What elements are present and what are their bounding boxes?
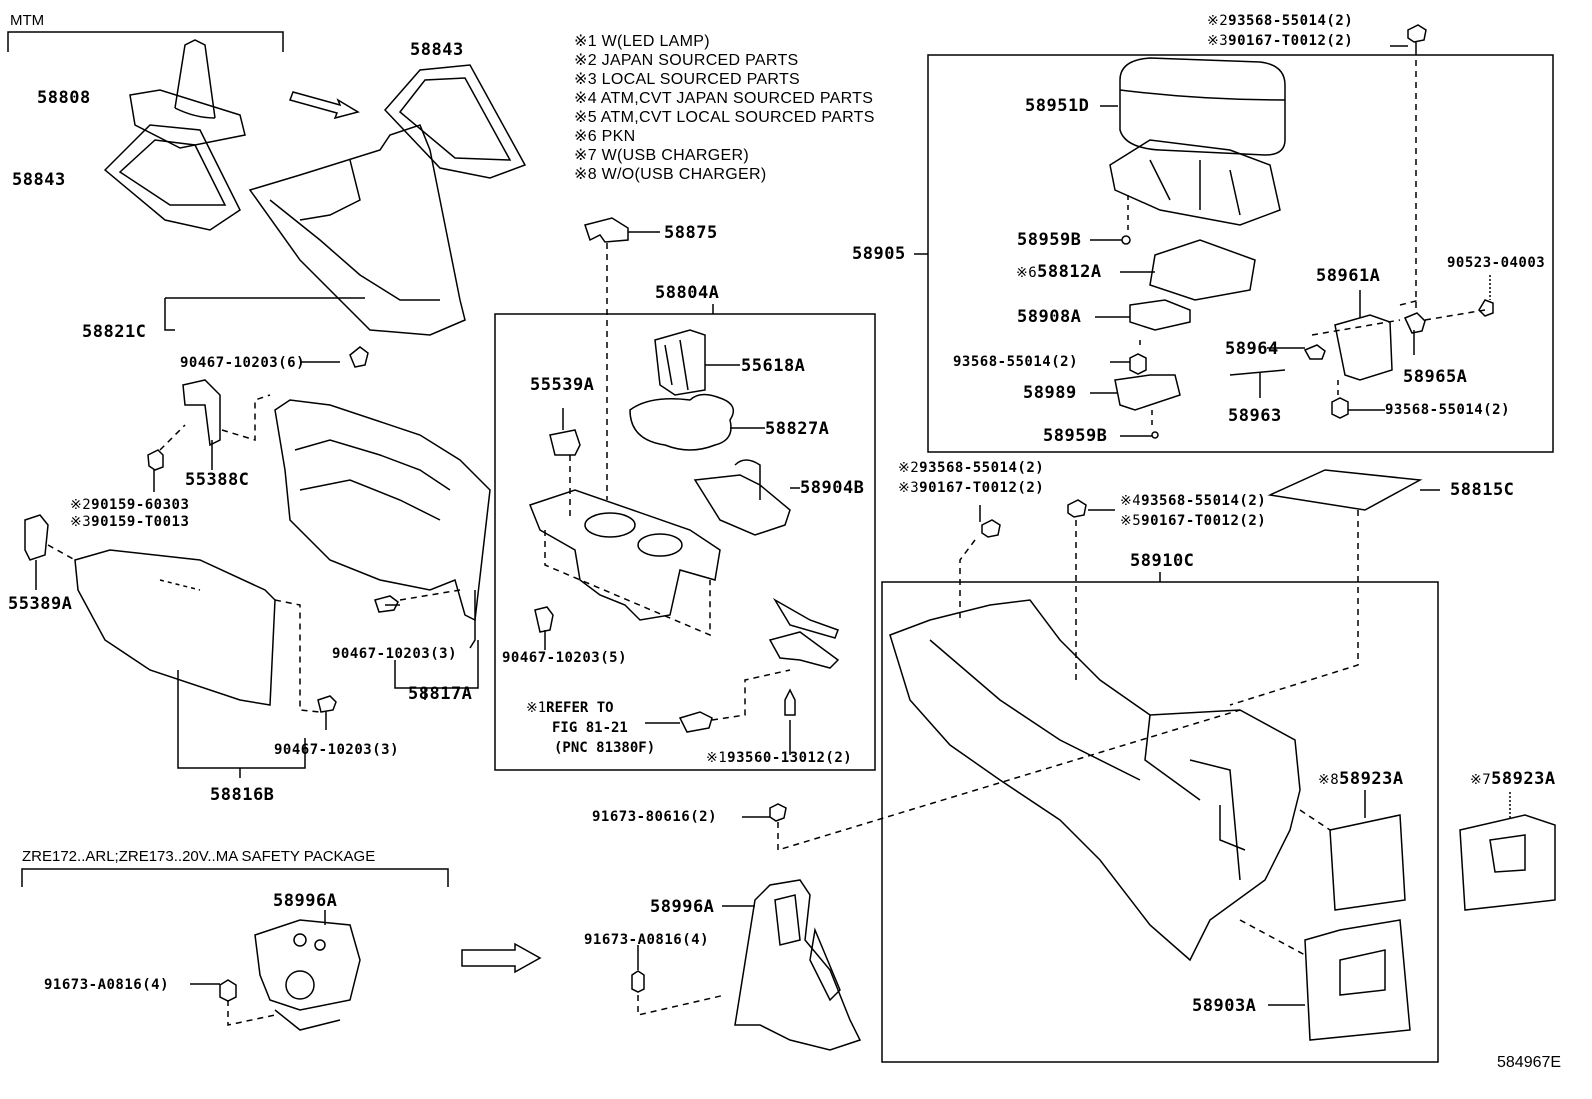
part-label-90467-10203-6[interactable]: 90467-10203(6) [180, 355, 306, 371]
part-label-91673-80616[interactable]: 91673-80616(2) [592, 809, 718, 825]
note-ref-mark: ※4 [1120, 493, 1142, 509]
part-label-58812a[interactable]: ※658812A [1016, 262, 1102, 282]
part-label-58827a[interactable]: 58827A [765, 419, 830, 439]
part-label-58961a[interactable]: 58961A [1316, 266, 1381, 286]
bracket-58996a-right-drawing [734, 879, 862, 1051]
part-label-58923a-w-usb[interactable]: ※758923A [1470, 769, 1556, 789]
part-label-93568-55014-right[interactable]: 93568-55014(2) [1385, 402, 1511, 418]
part-label-91673-a0816-right[interactable]: 91673-A0816(4) [584, 932, 710, 948]
note-ref-mark: ※3 [70, 514, 92, 530]
part-label-58959b-bottom[interactable]: 58959B [1043, 426, 1108, 446]
note-ref-mark: ※2 [898, 460, 920, 476]
part-label-58875[interactable]: 58875 [664, 223, 718, 243]
shift-boot-58808-drawing [129, 39, 246, 149]
armrest-lid-58951d-drawing [1119, 57, 1286, 156]
part-label-90467-10203-3-a[interactable]: 90467-10203(3) [332, 646, 458, 662]
armrest-base-drawing [1109, 139, 1281, 226]
center-console-58910c-drawing [889, 599, 1301, 962]
part-label-58804a[interactable]: 58804A [655, 283, 720, 303]
part-label-90523-04003[interactable]: 90523-04003 [1447, 255, 1546, 271]
part-label-58905[interactable]: 58905 [852, 244, 906, 264]
bezel-58843-left-drawing [103, 124, 241, 231]
part-label-top-bolt-93568[interactable]: ※293568-55014(2) [1207, 13, 1354, 29]
group-title-mtm: MTM [10, 12, 45, 29]
note-6: ※6 PKN [574, 128, 636, 145]
part-label-mid-bolt-90167-b[interactable]: ※590167-T0012(2) [1120, 513, 1267, 529]
note-ref-mark: ※6 [1016, 265, 1038, 281]
part-label-58808[interactable]: 58808 [37, 88, 91, 108]
note-ref-mark: ※5 [1120, 513, 1142, 529]
cup-holder-group-box [494, 313, 876, 771]
note-ref-mark: ※3 [1207, 33, 1229, 49]
part-label-mid-bolt-93568-a[interactable]: ※293568-55014(2) [898, 460, 1045, 476]
part-label-top-bolt-90167[interactable]: ※390167-T0012(2) [1207, 33, 1354, 49]
note-5: ※5 ATM,CVT LOCAL SOURCED PARTS [574, 109, 875, 126]
part-label-55388c[interactable]: 55388C [185, 470, 250, 490]
part-label-58910c[interactable]: 58910C [1130, 551, 1195, 571]
note-ref-mark: ※1 [706, 750, 728, 766]
part-label-58904b[interactable]: 58904B [800, 478, 865, 498]
part-label-58821c[interactable]: 58821C [82, 322, 147, 342]
note-2: ※2 JAPAN SOURCED PARTS [574, 52, 799, 69]
arrow-icon [289, 91, 360, 120]
part-label-55618a[interactable]: 55618A [741, 356, 806, 376]
part-label-90159-60303[interactable]: ※290159-60303 [70, 497, 190, 513]
illustration-code: 584967E [1497, 1054, 1562, 1071]
lower-panel-58816b-drawing [74, 549, 276, 706]
note-ref-mark: ※7 [1470, 772, 1492, 788]
group-title-safety-package: ZRE172..ARL;ZRE173..20V..MA SAFETY PACKA… [22, 848, 376, 865]
part-label-93568-55014-left[interactable]: 93568-55014(2) [953, 354, 1079, 370]
note-ref-mark: ※2 [1207, 13, 1229, 29]
note-3: ※3 LOCAL SOURCED PARTS [574, 71, 800, 88]
console-panel-58821c-drawing [248, 124, 466, 336]
part-label-mid-bolt-90167-a[interactable]: ※390167-T0012(2) [898, 480, 1045, 496]
part-label-58959b-top[interactable]: 58959B [1017, 230, 1082, 250]
bracket-58996a-left-drawing [254, 919, 361, 1031]
console-group-box [881, 581, 1439, 1063]
note-ref-mark: ※3 [898, 480, 920, 496]
part-label-58908a[interactable]: 58908A [1017, 307, 1082, 327]
note-1: ※1 W(LED LAMP) [574, 33, 710, 50]
part-label-58923a-w-o-usb[interactable]: ※858923A [1318, 769, 1404, 789]
note-8: ※8 W/O(USB CHARGER) [574, 166, 767, 183]
part-label-58965a[interactable]: 58965A [1403, 367, 1468, 387]
cup-holder-58804a-drawing [529, 489, 721, 621]
arrow-icon [461, 942, 542, 974]
part-label-mid-bolt-93568-b[interactable]: ※493568-55014(2) [1120, 493, 1267, 509]
part-label-58996a-right[interactable]: 58996A [650, 897, 715, 917]
part-label-55389a[interactable]: 55389A [8, 594, 73, 614]
part-label-90467-10203-5[interactable]: 90467-10203(5) [502, 650, 628, 666]
refer-to-note[interactable]: ※1REFER TO FIG 81-21 (PNC 81380F) [526, 700, 656, 756]
part-label-58817a[interactable]: 58817A [408, 684, 473, 704]
part-label-58951d[interactable]: 58951D [1025, 96, 1090, 116]
switch-55389a-drawing [24, 514, 49, 561]
part-label-90159-t0013[interactable]: ※390159-T0013 [70, 514, 190, 530]
part-label-55539a[interactable]: 55539A [530, 375, 595, 395]
note-7: ※7 W(USB CHARGER) [574, 147, 749, 164]
part-label-91673-a0816-left[interactable]: 91673-A0816(4) [44, 977, 170, 993]
part-label-58815c[interactable]: 58815C [1450, 480, 1515, 500]
part-label-58989[interactable]: 58989 [1023, 383, 1077, 403]
safety-package-group-bracket [21, 868, 449, 887]
part-label-58996a-left[interactable]: 58996A [273, 891, 338, 911]
note-4: ※4 ATM,CVT JAPAN SOURCED PARTS [574, 90, 874, 107]
part-label-58963[interactable]: 58963 [1228, 406, 1282, 426]
mtm-group-bracket [7, 31, 284, 52]
part-label-58903a[interactable]: 58903A [1192, 996, 1257, 1016]
note-ref-mark: ※8 [1318, 772, 1340, 788]
part-label-58816b[interactable]: 58816B [210, 785, 275, 805]
bezel-58843-top-drawing [383, 64, 527, 179]
armrest-group-box [927, 54, 1554, 453]
part-label-58964[interactable]: 58964 [1225, 339, 1279, 359]
note-ref-mark: ※1 [526, 700, 547, 716]
legend-notes: ※1 W(LED LAMP) ※2 JAPAN SOURCED PARTS ※3… [574, 32, 875, 184]
part-label-90467-10203-3-b[interactable]: 90467-10203(3) [274, 742, 400, 758]
part-label-58843-left[interactable]: 58843 [12, 170, 66, 190]
note-ref-mark: ※2 [70, 497, 92, 513]
clip-55388c-drawing [182, 379, 221, 447]
part-label-58843-top[interactable]: 58843 [410, 40, 464, 60]
part-label-93560-13012[interactable]: ※193560-13012(2) [706, 750, 853, 766]
side-panel-58817a-drawing [274, 399, 491, 622]
